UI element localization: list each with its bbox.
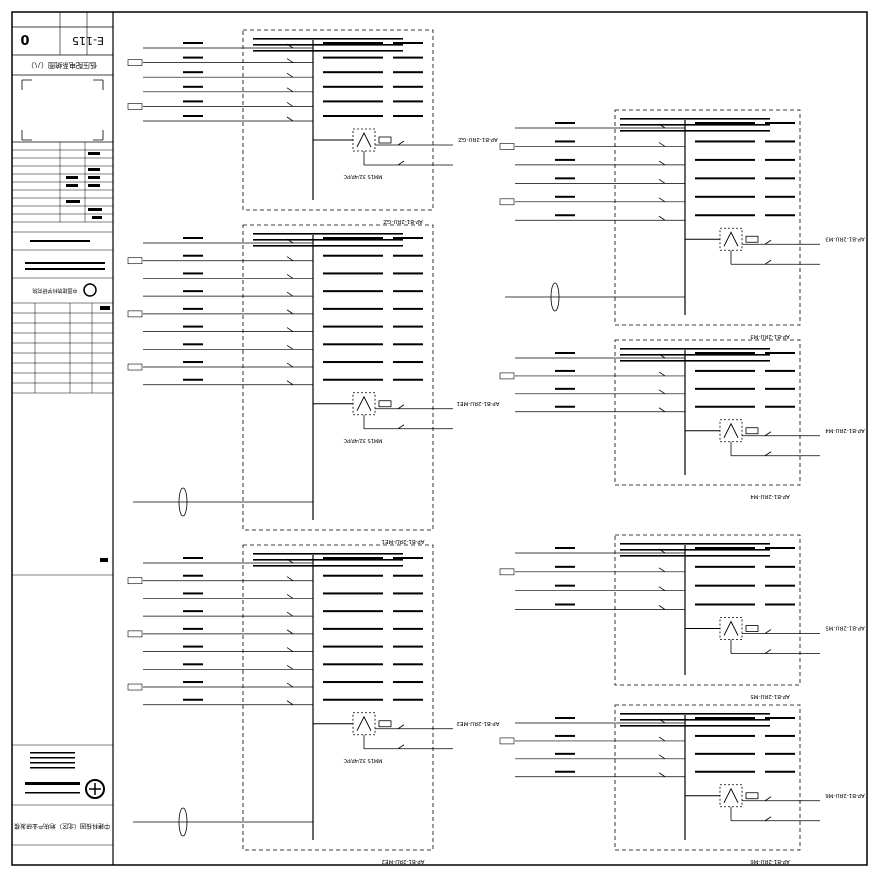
drawing-number: E-115 — [72, 34, 104, 47]
panel-id-label: AP-B1-2RU-M5 — [825, 625, 865, 631]
panel-id-label: AP-B1-2RU-M6 — [825, 792, 865, 798]
panel-id-label: AP-B1-2RU-M3 — [825, 235, 865, 241]
project-title: 中建科技园（北区）地块产业研发楼 — [14, 822, 110, 830]
outgoing-circuit — [127, 681, 423, 691]
transfer-switch-symbol — [352, 128, 392, 152]
academy-logo-icon — [85, 779, 105, 799]
transfer-switch-symbol — [719, 617, 759, 640]
outgoing-circuit — [127, 627, 423, 638]
transfer-switch-symbol — [719, 227, 759, 251]
outgoing-circuit — [515, 752, 795, 760]
transfer-switch-symbol — [352, 712, 392, 736]
panel-bottom-label: AP-B1-2RU-ME1 — [381, 538, 424, 544]
panel-enclosure — [614, 534, 801, 686]
outgoing-circuit — [515, 584, 795, 592]
outgoing-circuit — [143, 592, 423, 599]
outgoing-circuit — [515, 177, 795, 184]
outgoing-circuit — [143, 663, 423, 670]
panel-bottom-label: AP-B1-2RU-M3 — [750, 333, 790, 339]
cable-bundle-icon — [178, 487, 188, 517]
outgoing-circuit — [515, 603, 795, 610]
outgoing-circuit — [499, 369, 795, 380]
panel-enclosure — [242, 544, 434, 851]
outgoing-circuit — [143, 645, 423, 652]
panel-bottom-label: AP-B1-2RU-M6 — [750, 858, 790, 864]
panel-id-label: AP-B1-2RU-ME2 — [456, 720, 499, 726]
panel-bottom-label: AP-B1-2RU-GZ — [383, 218, 423, 224]
panel-id-label: AP-B1-2RU-GZ — [458, 136, 498, 142]
panel-bottom-label: AP-B1-2RU-ME2 — [381, 858, 424, 864]
panel-bottom-label: AP-B1-2RU-M5 — [750, 693, 790, 699]
transfer-switch-symbol — [719, 784, 759, 808]
outgoing-circuit — [143, 378, 423, 386]
outgoing-circuit — [127, 307, 423, 318]
panel-enclosure — [242, 224, 434, 531]
outgoing-circuit — [143, 610, 423, 617]
outgoing-circuit — [143, 115, 423, 122]
outgoing-circuit — [499, 734, 795, 745]
outgoing-circuit — [143, 343, 423, 350]
outgoing-circuit — [143, 698, 423, 706]
panel-enclosure — [614, 339, 801, 486]
outer-border — [11, 11, 868, 866]
outgoing-circuit — [499, 565, 795, 576]
transfer-switch-symbol — [719, 419, 759, 443]
outgoing-circuit — [499, 140, 795, 150]
outgoing-circuit — [127, 100, 423, 110]
outgoing-circuit — [143, 272, 423, 279]
panel-schematic-left-1: AP-B1-2RU-GZ AP-B1-2RU-GZ MM1S 32/4P/PC — [127, 29, 498, 224]
drawing-title: 低压配电系统图（八） — [27, 61, 97, 70]
outgoing-circuit — [127, 574, 423, 585]
panel-bottom-label: AP-B1-2RU-M4 — [750, 493, 790, 499]
revision-number: 0 — [20, 31, 29, 46]
outgoing-circuit — [515, 214, 795, 221]
designer-org-name: 中国建筑科学研究院 — [32, 287, 77, 294]
breaker-rating-label: MM1S 32/4P/PC — [343, 757, 383, 763]
title-block: E-115 0 低压配电系统图（八） 中国建筑科学研 — [12, 12, 113, 846]
outgoing-circuit — [499, 195, 795, 206]
right-panel-column: AP-B1-2RU-M3AP-B1-2RU-M3AP-B1-2RU-M4AP-B… — [499, 109, 865, 864]
outgoing-circuit — [515, 387, 795, 395]
transfer-switch-symbol — [352, 392, 392, 416]
panel-enclosure — [614, 704, 801, 851]
breaker-rating-label: MM1S 32/4P/PC — [343, 437, 383, 443]
outgoing-circuit — [127, 56, 423, 66]
outgoing-circuit — [515, 770, 795, 778]
outgoing-circuit — [143, 71, 423, 78]
outgoing-circuit — [143, 325, 423, 332]
breaker-rating-label: MM1S 32/4P/PC — [343, 173, 383, 179]
outgoing-circuit — [143, 85, 423, 93]
org-logo-icon — [83, 283, 97, 297]
outgoing-circuit — [127, 361, 423, 371]
panel-enclosure — [242, 29, 434, 211]
cable-bundle-icon — [550, 282, 560, 312]
panel-id-label: AP-B1-2RU-ME1 — [456, 400, 499, 406]
panel-enclosure — [614, 109, 801, 326]
outgoing-circuit — [515, 405, 795, 413]
outgoing-circuit — [143, 290, 423, 297]
outgoing-circuit — [127, 254, 423, 265]
panel-id-label: AP-B1-2RU-M4 — [825, 427, 865, 433]
outgoing-circuit — [515, 158, 795, 166]
cable-bundle-icon — [178, 807, 188, 837]
